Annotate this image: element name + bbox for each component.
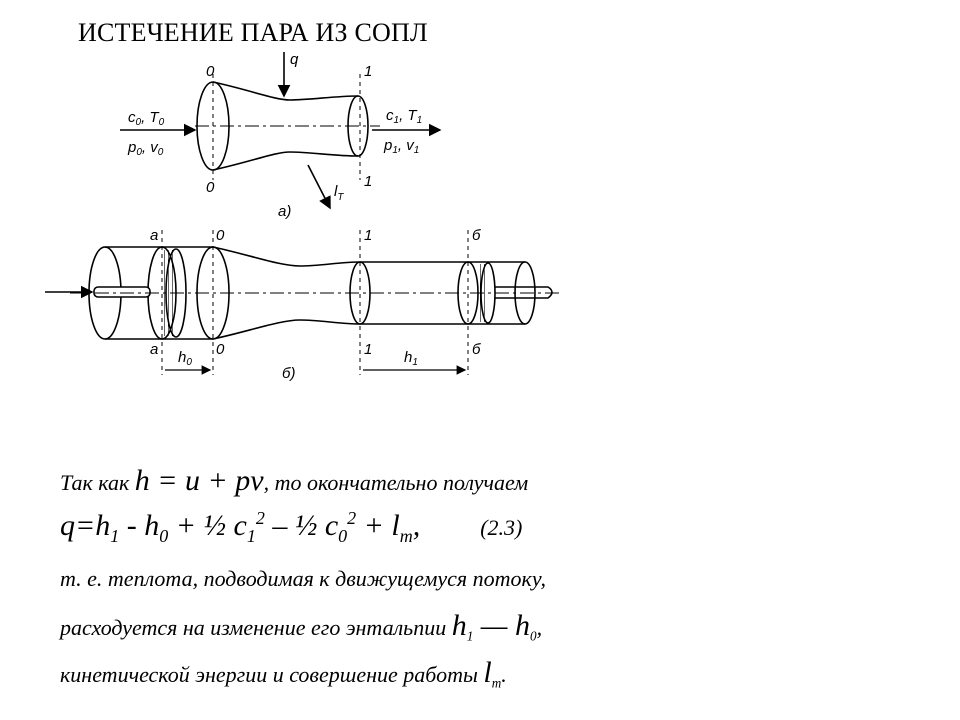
section-0-bottom: 0 bbox=[206, 179, 215, 196]
energy-equation: q=h1 - h0 + ½ c12 – ½ c02 + lт,(2.3) bbox=[60, 508, 523, 546]
nozzle-b bbox=[45, 230, 560, 375]
inlet-pressure-volume: p0, v0 bbox=[127, 139, 164, 158]
text-line-3: т. е. теплота, подводимая к движущемуся … bbox=[60, 566, 547, 591]
caption-b: б) bbox=[282, 365, 295, 382]
work-label: lT bbox=[334, 183, 344, 203]
text-line-1: Так как h = u + pv, то окончательно полу… bbox=[60, 464, 529, 497]
section-1-top: 1 bbox=[364, 63, 372, 80]
page-title: ИСТЕЧЕНИЕ ПАРА ИЗ СОПЛ bbox=[78, 18, 428, 47]
h0-label: h0 bbox=[178, 349, 192, 368]
inlet-velocity-temp: c0, T0 bbox=[128, 109, 165, 128]
section-0-top: 0 bbox=[206, 63, 215, 80]
nozzle-diagram: 0 0 1 1 q lT а) c0, T0 p0, v0 c1, T1 p1,… bbox=[45, 51, 560, 382]
label-b-top: б bbox=[472, 227, 481, 244]
label-a-bottom: а bbox=[150, 341, 158, 358]
caption-a: а) bbox=[278, 203, 291, 220]
h1-label: h1 bbox=[404, 349, 418, 368]
label-1-top: 1 bbox=[364, 227, 372, 244]
nozzle-a bbox=[120, 52, 442, 210]
equation-number: (2.3) bbox=[480, 515, 523, 540]
section-1-bottom: 1 bbox=[364, 173, 372, 190]
label-0-bottom: 0 bbox=[216, 341, 225, 358]
outlet-pressure-volume: p1, v1 bbox=[383, 137, 419, 156]
text-line-5: кинетической энергии и совершение работы… bbox=[60, 656, 507, 691]
label-a-top: а bbox=[150, 227, 158, 244]
label-0-top: 0 bbox=[216, 227, 225, 244]
outlet-velocity-temp: c1, T1 bbox=[386, 107, 422, 126]
label-b-bottom: б bbox=[472, 341, 481, 358]
label-1-bottom: 1 bbox=[364, 341, 372, 358]
heat-label: q bbox=[290, 51, 299, 68]
text-line-4: расходуется на изменение его энтальпии h… bbox=[60, 609, 543, 644]
